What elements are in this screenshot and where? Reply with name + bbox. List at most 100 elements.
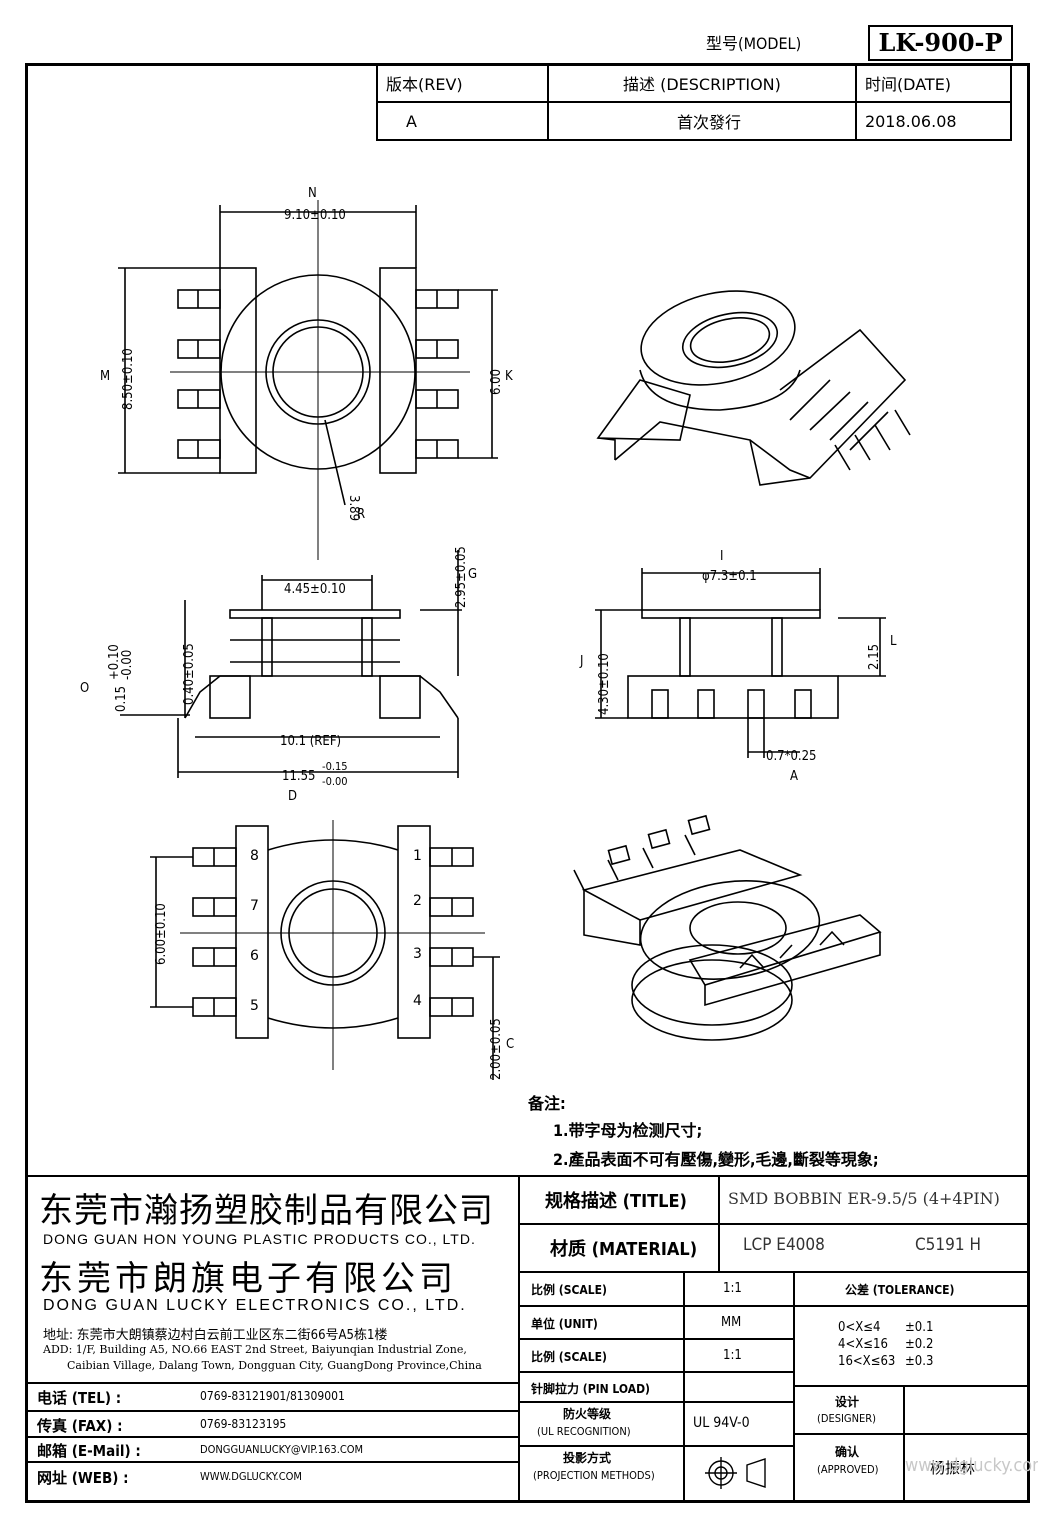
dim-l-value: 2.15	[867, 644, 882, 670]
divider	[25, 1436, 518, 1438]
rev-value: A	[376, 101, 549, 141]
side-view-2	[595, 568, 886, 758]
dim-a-value: 0.7*0.25	[766, 749, 816, 764]
divider	[793, 1385, 1030, 1387]
tel-value: 0769-83121901/81309001	[200, 1389, 345, 1403]
material-value-2: C5191 H	[915, 1235, 981, 1255]
dim-h-value: 6.00±0.10	[154, 903, 169, 965]
scale-value: 1:1	[723, 1281, 742, 1296]
dim-a-label: A	[790, 769, 798, 784]
designer-label-1: 设计	[835, 1395, 860, 1409]
divider	[25, 1410, 518, 1412]
approved-label-1: 确认	[835, 1445, 860, 1459]
dim-i-value: φ7.3±0.1	[702, 569, 757, 584]
unit-value: MM	[721, 1315, 742, 1330]
divider	[518, 1371, 793, 1373]
divider	[518, 1445, 793, 1447]
material-label: 材质 (MATERIAL)	[550, 1239, 698, 1260]
dim-m-value: 8.50±0.10	[121, 348, 136, 410]
dim-c-value: 2.00±0.05	[489, 1018, 504, 1080]
pin-2: 2	[413, 893, 422, 909]
divider	[518, 1271, 1030, 1273]
divider	[793, 1271, 795, 1503]
dim-w040: 0.40±0.05	[182, 643, 197, 705]
address-cn: 地址: 东莞市大朗镇蔡边村白云前工业区东二街66号A5栋1楼	[43, 1328, 388, 1343]
proj-label-1: 投影方式	[563, 1451, 612, 1465]
fire-value: UL 94V-0	[693, 1415, 750, 1431]
watermark: www.dglucky.com	[905, 1455, 1038, 1476]
dim-o-tol-minus: -0.00	[120, 650, 135, 680]
divider	[793, 1305, 1030, 1307]
dim-d-value: 11.55	[282, 769, 315, 784]
divider	[518, 1223, 1030, 1225]
address-en-2: Caibian Village, Dalang Town, Dongguan C…	[67, 1359, 482, 1372]
unit-label: 单位 (UNIT)	[531, 1317, 598, 1331]
fax-value: 0769-83123195	[200, 1417, 287, 1431]
divider	[793, 1433, 1030, 1435]
scale2-label: 比例 (SCALE)	[531, 1350, 607, 1364]
bottom-view	[150, 820, 500, 1080]
tolerance-label: 公差 (TOLERANCE)	[845, 1283, 955, 1297]
revision-table: 版本(REV) 描述 (DESCRIPTION) 时间(DATE) A 首次發行…	[376, 63, 1013, 141]
top-view	[118, 200, 498, 560]
fire-label-1: 防火等级	[563, 1407, 612, 1421]
designer-label-2: (DESIGNER)	[817, 1412, 876, 1425]
desc-text: 首次發行	[676, 113, 741, 132]
divider	[518, 1338, 793, 1340]
scale2-value: 1:1	[723, 1348, 742, 1363]
rev-header: 版本(REV)	[376, 63, 549, 103]
material-value-1: LCP E4008	[743, 1235, 825, 1255]
pin-6: 6	[250, 948, 259, 964]
title-block: 东莞市瀚扬塑胶制品有限公司 DONG GUAN HON YOUNG PLASTI…	[25, 1175, 1038, 1503]
date-value: 2018.06.08	[854, 101, 1013, 141]
divider	[25, 1382, 518, 1384]
web-value: WWW.DGLUCKY.COM	[200, 1470, 302, 1483]
dim-m-label: M	[100, 369, 110, 384]
dim-d-tol-zero: -0.00	[322, 775, 348, 788]
projection-symbol-icon	[705, 1457, 766, 1489]
pin-3: 3	[413, 946, 422, 962]
dim-g-label: G	[468, 567, 477, 582]
title-value: SMD BOBBIN ER-9.5/5 (4+4PIN)	[728, 1189, 1000, 1208]
pin-5: 5	[250, 998, 259, 1014]
dim-n-label: N	[308, 186, 317, 201]
dim-i-label: I	[720, 549, 723, 564]
pin-7: 7	[250, 898, 259, 914]
tol-value-3: ±0.3	[905, 1354, 934, 1369]
dim-k-value: 6.00	[489, 369, 504, 395]
address-en-1: ADD: 1/F, Building A5, NO.66 EAST 2nd St…	[43, 1343, 467, 1356]
tol-range-3: 16<X≤63	[838, 1354, 896, 1369]
dim-o-tol-plus: +0.10	[107, 644, 122, 680]
dim-n-value: 9.10±0.10	[284, 208, 346, 223]
divider	[683, 1271, 685, 1503]
dim-r-value: 3.89	[346, 495, 361, 521]
dim-o-value: 0.15	[114, 686, 129, 712]
dim-j-value: 4.30±0.10	[597, 653, 612, 715]
approved-value: 杨振林	[930, 1459, 976, 1477]
dim-c-label: C	[506, 1037, 514, 1052]
side-view-1	[120, 550, 462, 778]
company-name-cn-1: 东莞市瀚扬塑胶制品有限公司	[39, 1191, 494, 1231]
iso-view-2	[573, 814, 882, 1041]
divider	[25, 1461, 518, 1463]
company-name-cn-2: 东莞市朗旗电子有限公司	[39, 1259, 457, 1299]
email-value: DONGGUANLUCKY@VIP.163.COM	[200, 1443, 364, 1456]
tol-value-2: ±0.2	[905, 1337, 934, 1352]
note-1: 1.带字母为检测尺寸;	[553, 1121, 703, 1140]
divider	[518, 1305, 793, 1307]
divider	[25, 1175, 1030, 1177]
pin-1: 1	[413, 848, 422, 864]
model-label: 型号(MODEL)	[706, 34, 802, 53]
dim-r-label: R	[357, 507, 365, 522]
approved-label-2: (APPROVED)	[817, 1463, 879, 1476]
proj-label-2: (PROJECTION METHODS)	[533, 1469, 655, 1482]
model-number: LK-900-P	[868, 25, 1013, 61]
tol-range-1: 0<X≤4	[838, 1320, 881, 1335]
dim-d-label: D	[288, 789, 297, 804]
technical-drawing: 1 2 3 4 8 7 6 5 N 9.10±0.10 M 8.50±0.10 …	[80, 186, 911, 1080]
desc-value: 首次發行	[546, 101, 857, 141]
title-label: 规格描述 (TITLE)	[545, 1191, 687, 1212]
email-label: 邮箱 (E-Mail) :	[37, 1442, 141, 1460]
pinload-label: 针脚拉力 (PIN LOAD)	[531, 1382, 650, 1396]
pin-4: 4	[413, 993, 422, 1009]
